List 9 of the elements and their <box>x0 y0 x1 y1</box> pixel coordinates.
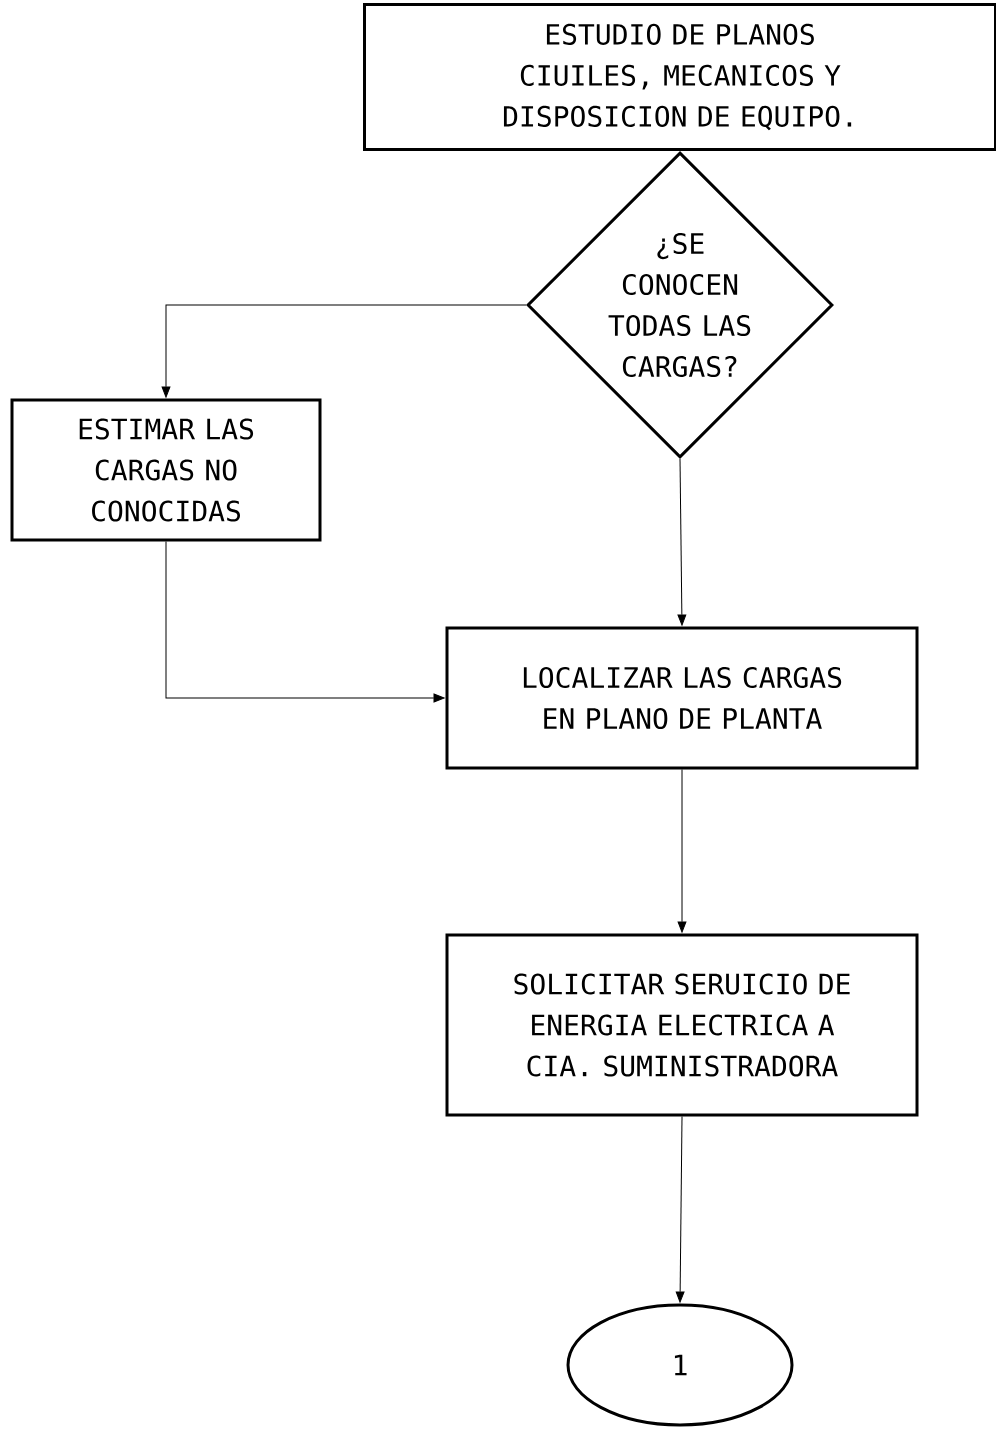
arrow <box>677 769 687 933</box>
process-box: LOCALIZAR LAS CARGAS EN PLANO DE PLANTA <box>445 626 919 770</box>
process-box: ESTIMAR LAS CARGAS NO CONOCIDAS <box>10 398 322 542</box>
process-box: SOLICITAR SERUICIO DE ENERGIA ELECTRICA A CIA. SUMINISTRADORA <box>445 933 919 1117</box>
process-box: ESTUDIO DE PLANOS CIUILES, MECANICOS Y DISPOSICION DE EQUIPO. <box>363 3 996 151</box>
arrow <box>677 458 687 626</box>
arrow <box>161 304 527 398</box>
arrow <box>165 541 445 703</box>
arrow <box>675 1116 685 1303</box>
